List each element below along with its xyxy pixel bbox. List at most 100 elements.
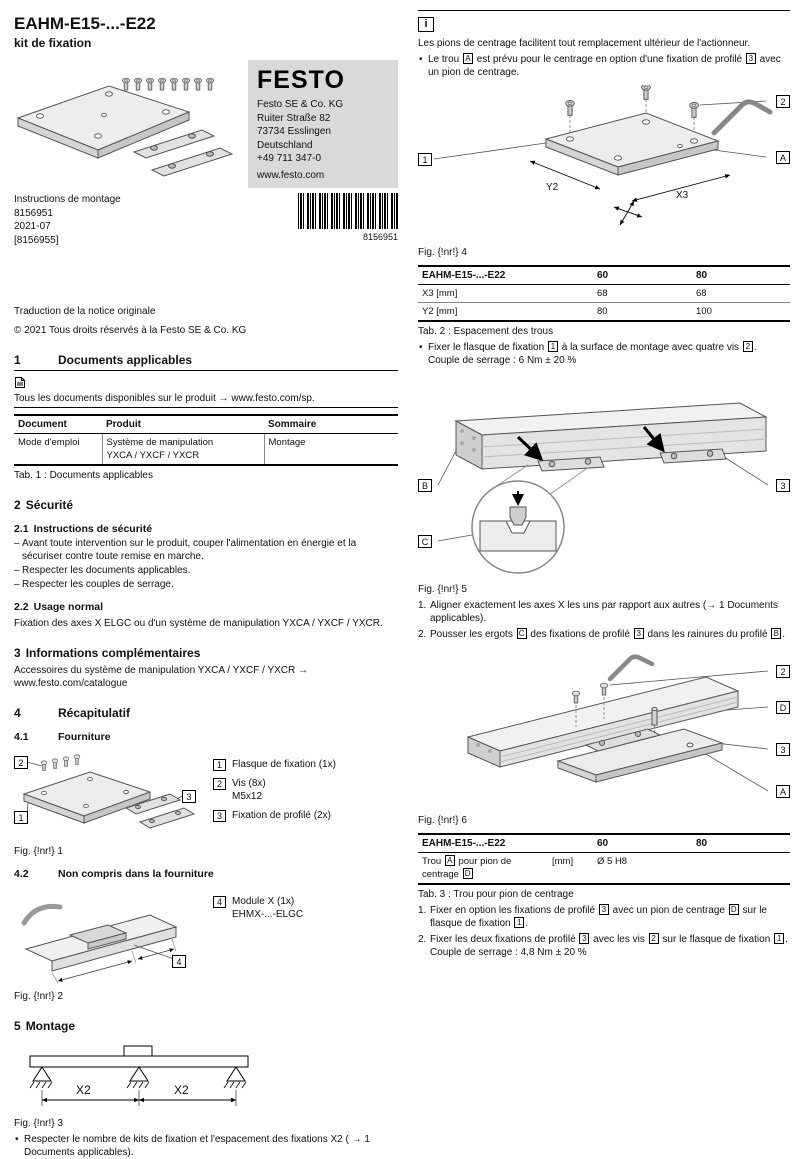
- dimension-lines: [51, 938, 177, 984]
- product-drawing: [16, 77, 234, 177]
- dim-x2-right: X2: [174, 1083, 189, 1097]
- fig2-legend: 4 Module X (1x) EHMX-...-ELGC: [213, 887, 303, 987]
- profile-fixation: [584, 728, 662, 752]
- fig2-drawing: [21, 903, 178, 984]
- col-produit: Produit: [102, 415, 264, 434]
- header-block: FESTO Festo SE & Co. KG Ruiter Straße 82…: [14, 60, 398, 188]
- tab1-caption: Tab. 1 : Documents applicables: [14, 470, 153, 481]
- tab2-size-80: 80: [692, 266, 790, 285]
- right-column: i Les pions de centrage facilitent tout …: [418, 0, 790, 959]
- hole-A: [677, 143, 683, 149]
- cell-sommaire: Montage: [268, 437, 306, 448]
- fig1-legend: 1 Flasque de fixation (1x) 2 Vis (8x) M5…: [213, 750, 336, 842]
- catalogue-link[interactable]: www.festo.com/catalogue: [14, 678, 128, 689]
- fig4-drawing: [433, 85, 773, 226]
- product-figure: [14, 60, 242, 188]
- left-column: EAHM-E15-...-E22 kit de fixation: [14, 0, 398, 1159]
- table-row: Trou A pour pion de centrage D [mm] Ø 5 …: [422, 855, 628, 880]
- callout-D: D: [776, 701, 790, 714]
- spacing-table: EAHM-E15-...-E22 60 80 X3 [mm] 68 68 Y2 …: [418, 265, 790, 322]
- fix-plate-step: Fixer le flasque de fixation 1 à la surf…: [418, 341, 790, 354]
- callout-C: C: [418, 535, 432, 548]
- fig2-caption: Fig. {!nr!} 2: [14, 991, 63, 1002]
- hatching: [29, 1081, 247, 1089]
- cell-produit: Système de manipulation YXCA / YXCF / YX…: [102, 433, 265, 465]
- arrow-icon: →: [218, 393, 229, 404]
- screws: [40, 754, 81, 771]
- hole-A: [686, 742, 694, 748]
- figure-6: 2 D 3 A: [418, 649, 790, 811]
- table-row: Mode d'emploi Système de manipulation YX…: [14, 433, 398, 465]
- fig6-caption: Fig. {!nr!} 6: [418, 815, 467, 826]
- col-document: Document: [14, 415, 102, 434]
- divider: [14, 370, 398, 371]
- phone-number: +49 711 347-0: [257, 153, 322, 164]
- fig3-caption: Fig. {!nr!} 3: [14, 1118, 63, 1129]
- tab2-caption: Tab. 2 : Espacement des trous: [418, 326, 554, 337]
- tab3-product: EAHM-E15-...-E22: [418, 834, 593, 853]
- step-2: 2. Pousser les ergots C des fixations de…: [418, 628, 786, 640]
- legend-item: 1 Flasque de fixation (1x): [213, 758, 336, 771]
- fig1-drawing: [22, 754, 196, 829]
- documents-note: Tous les documents disponibles sur le pr…: [14, 393, 315, 404]
- legend-item: 4 Module X (1x) EHMX-...-ELGC: [213, 895, 303, 921]
- doc-type-label: Instructions de montage: [14, 194, 121, 205]
- step-1: 1. Aligner exactement les axes X les uns…: [418, 600, 778, 624]
- profile-fixations: [124, 793, 196, 829]
- website-link[interactable]: www.festo.com: [257, 170, 325, 181]
- callout-1: 1: [14, 811, 28, 824]
- step-2: 2. Fixer les deux fixations de profilé 3…: [418, 933, 788, 958]
- copyright-notice: © 2021 Tous droits réservés à la Festo S…: [14, 325, 247, 336]
- mounting-note: Respecter le nombre de kits de fixation …: [14, 1133, 398, 1159]
- callout-4: 4: [172, 955, 186, 968]
- dimension-lines: [41, 1090, 237, 1106]
- alt-order-number: [8156955]: [14, 234, 59, 246]
- figure-1: 2 1 3: [14, 750, 199, 842]
- grip: [21, 903, 63, 926]
- plate: [22, 771, 152, 824]
- step-1: 1. Fixer en option les fixations de prof…: [418, 904, 767, 929]
- info-note: Les pions de centrage facilitent tout re…: [418, 38, 751, 49]
- tab2-size-60: 60: [593, 266, 692, 285]
- fig5-drawing: [437, 402, 769, 574]
- allen-key: [607, 654, 655, 682]
- page-subtitle: kit de fixation: [14, 36, 92, 50]
- figure-2-block: 4 4 Module X (1x) EHMX-...-ELGC: [14, 887, 398, 987]
- legend-item: 2 Vis (8x) M5x12: [213, 777, 336, 803]
- callout-A: A: [776, 785, 790, 798]
- dimension-lines: [529, 160, 731, 202]
- fig1-caption: Fig. {!nr!} 1: [14, 846, 63, 857]
- col-sommaire: Sommaire: [264, 415, 398, 434]
- product-docs-link[interactable]: www.festo.com/sp.: [231, 393, 315, 404]
- screws-row: [122, 77, 215, 91]
- tab2-product: EAHM-E15-...-E22: [418, 266, 593, 285]
- fig3-drawing: [29, 1045, 249, 1106]
- company-name: Festo SE & Co. KG: [257, 99, 344, 110]
- flange-plate: [556, 728, 724, 783]
- callout-3: 3: [776, 743, 790, 756]
- order-number: 8156951: [14, 207, 53, 219]
- figure-5: B C 3: [418, 375, 790, 580]
- barcode-number: 8156951: [362, 232, 398, 242]
- torque-note: Couple de serrage : 6 Nm ± 20 %: [428, 355, 577, 366]
- allen-key: [711, 99, 773, 136]
- dim-y2: Y2: [546, 182, 559, 193]
- tab3-caption: Tab. 3 : Trou pour pion de centrage: [418, 889, 574, 900]
- fig4-caption: Fig. {!nr!} 4: [418, 247, 467, 258]
- legend-item: 3 Fixation de profilé (2x): [213, 809, 336, 822]
- figure-1-block: 2 1 3 1 Flasque de fixation (1x) 2 Vis (…: [14, 750, 398, 842]
- arrow-icon: →: [298, 665, 309, 676]
- safety-item: Respecter les documents applicables.: [14, 564, 398, 577]
- address-street: Ruiter Straße 82: [257, 112, 331, 124]
- safety-item: Avant toute intervention sur le produit,…: [14, 537, 398, 563]
- figure-4: 2 1 A Y2 X3: [418, 85, 790, 243]
- callout-1: 1: [418, 153, 432, 166]
- callout-3: 3: [776, 479, 790, 492]
- barcode: [298, 193, 398, 229]
- centering-hole-table: EAHM-E15-...-E22 60 80 Trou A pour pion …: [418, 833, 790, 885]
